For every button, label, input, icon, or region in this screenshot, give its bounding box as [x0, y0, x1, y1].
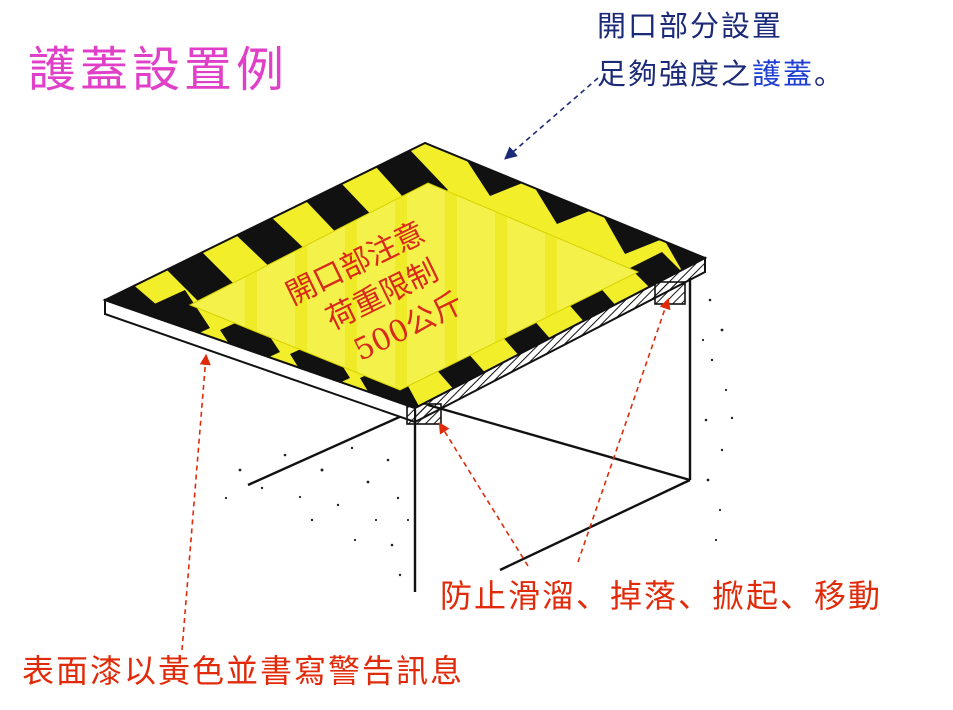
anti-slip-note: 防止滑溜、掉落、掀起、移動	[440, 577, 883, 615]
support-block-right	[654, 281, 686, 305]
surface-paint-note: 表面漆以黃色並書寫警告訊息	[22, 652, 465, 690]
note-line2-prefix: 足夠強度之	[597, 57, 753, 91]
arrow-to-front-support	[438, 422, 529, 567]
ground-texture	[224, 298, 734, 577]
opening-pit	[247, 278, 692, 592]
cover-strength-note-line2: 足夠強度之護蓋。	[597, 50, 845, 98]
arrow-to-right-support	[577, 297, 671, 563]
arrow-to-surface	[181, 353, 211, 651]
callout-arrows	[181, 77, 671, 651]
page-title: 護蓋設置例	[28, 42, 289, 98]
note-line2-highlight: 護蓋	[752, 57, 815, 91]
note-line2-suffix: 。	[814, 57, 846, 91]
cover-strength-note-line1: 開口部分設置	[597, 9, 784, 43]
cover-strength-note: 開口部分設置 足夠強度之護蓋。	[597, 2, 845, 98]
arrow-to-cover	[504, 77, 599, 160]
